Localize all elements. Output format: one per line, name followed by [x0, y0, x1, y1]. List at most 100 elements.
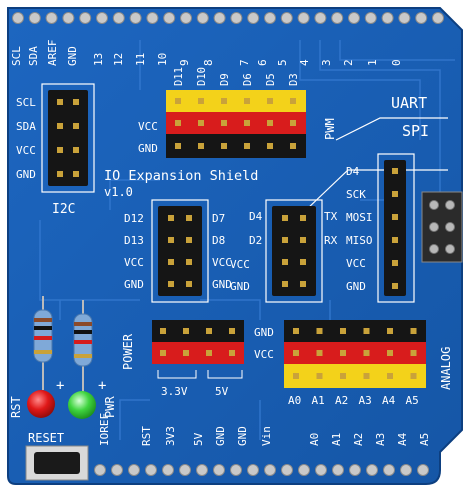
header-pad [112, 12, 125, 24]
top-pin-label: 5 [276, 59, 289, 66]
header-pin [229, 328, 235, 334]
power-header-pins [160, 328, 235, 356]
header-pin [221, 143, 227, 149]
header-pin [387, 328, 393, 334]
top-pin-label: 0 [390, 59, 403, 66]
top-pin-label: 8 [202, 59, 215, 66]
midleft-left-label: GND [124, 278, 144, 291]
i2c-pin-label: GND [16, 168, 36, 181]
bottom-analog-label: A2 [352, 433, 365, 446]
header-pad [213, 464, 225, 476]
pwm-tag: PWM [323, 118, 337, 140]
power-33v-bracket [157, 370, 197, 379]
header-pad [264, 464, 276, 476]
header-pad [163, 12, 176, 24]
spi-pin-label: SCK [346, 188, 366, 201]
header-pin [57, 99, 63, 105]
header-pad [12, 12, 24, 24]
bottom-analog-label: A0 [308, 433, 321, 446]
header-pad [62, 12, 75, 24]
pwr-led [68, 391, 96, 419]
header-pin [221, 120, 227, 126]
uart-header-pins [282, 215, 306, 287]
header-pin [198, 143, 204, 149]
i2c-silk-frame [41, 83, 95, 193]
bottom-analog-label: A1 [330, 433, 343, 446]
top-pin-label: SDA [27, 46, 40, 66]
header-pin [293, 373, 299, 379]
power-gnd-label: GND [254, 326, 274, 339]
header-pad [398, 12, 411, 24]
midleft-header [158, 206, 202, 296]
header-pad [94, 464, 106, 476]
header-pin [183, 328, 189, 334]
analog-pin-label: A0 [288, 394, 301, 407]
header-pin [186, 281, 192, 287]
header-pin [387, 373, 393, 379]
spi-silk-frame [377, 153, 415, 303]
header-pad [297, 12, 310, 24]
header-pin [244, 120, 250, 126]
spi-label: SPI [402, 122, 429, 140]
header-pin [206, 350, 212, 356]
uart-silk-frame [265, 199, 323, 303]
header-pad [196, 12, 209, 24]
icsp-pin [445, 222, 455, 232]
header-pad [247, 464, 259, 476]
header-pad [315, 464, 327, 476]
top-pin-label: 4 [298, 59, 311, 66]
header-pad [381, 12, 394, 24]
analog-pin-label: A3 [359, 394, 372, 407]
header-pin [340, 373, 346, 379]
pwr-plus-sign: + [98, 378, 106, 394]
uart-tx-label: TX [324, 210, 338, 223]
icsp-pin [429, 200, 439, 210]
header-pin [363, 328, 370, 334]
header-pin [168, 215, 174, 221]
pcb-traces [39, 40, 455, 440]
pwm-pin-label: D6 [242, 73, 254, 86]
header-pin [73, 99, 79, 105]
reset-button[interactable] [34, 452, 80, 474]
top-pin-label: 3 [320, 59, 333, 66]
pwm-header-black [166, 134, 306, 158]
uart-label: UART [391, 94, 427, 112]
header-pin [316, 373, 323, 379]
header-pin [57, 147, 63, 153]
header-pad [348, 12, 360, 24]
pwm-header-pins [175, 98, 296, 149]
power-5v-bracket [207, 370, 243, 379]
i2c-label: I2C [52, 202, 75, 217]
header-pad [364, 12, 377, 24]
analog-pin-label: A2 [335, 394, 348, 407]
power-header-red [152, 342, 244, 364]
header-pin [290, 98, 296, 104]
i2c-header-pins [57, 99, 79, 177]
header-pad [432, 12, 444, 24]
midleft-left-label: VCC [124, 256, 144, 269]
pwm-pin-label: D3 [288, 73, 300, 86]
spi-pin-label: VCC [346, 257, 366, 270]
header-pad [79, 12, 92, 24]
bottom-power-label: IOREF [98, 413, 111, 446]
pwm-gnd-label: GND [138, 142, 158, 155]
header-pin [410, 350, 417, 356]
header-pin [300, 281, 306, 287]
header-pad [415, 12, 428, 24]
header-pin [175, 98, 181, 104]
icsp-pin [445, 200, 455, 210]
header-pin [160, 350, 166, 356]
spi-pin-label: MOSI [346, 211, 373, 224]
header-pad [96, 12, 108, 24]
header-pad [383, 464, 395, 476]
header-pin [300, 259, 306, 265]
reset-label: RESET [28, 431, 64, 445]
header-pin [73, 171, 79, 177]
header-pad [145, 464, 157, 476]
header-pin [316, 328, 323, 334]
bottom-analog-label: A4 [396, 432, 409, 446]
resistor-right [73, 300, 93, 392]
